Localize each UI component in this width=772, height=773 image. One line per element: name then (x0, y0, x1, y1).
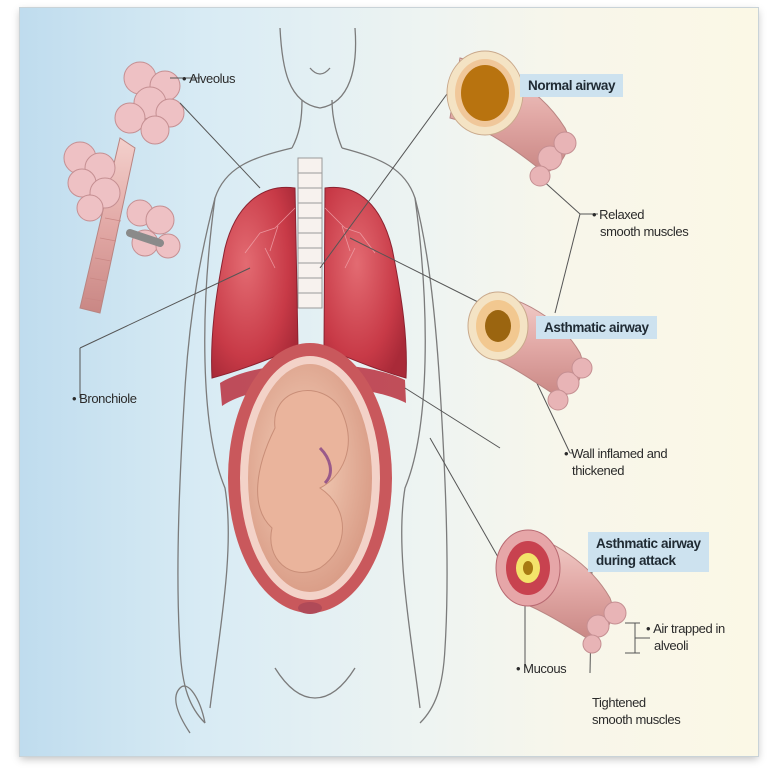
label-wall-line2: thickened (564, 462, 667, 479)
label-bronchiole: Bronchiole (72, 390, 137, 407)
label-tightened-muscles: Tightened smooth muscles (592, 694, 680, 728)
trachea (298, 158, 322, 308)
label-mucous: Mucous (516, 660, 566, 677)
box-asthmatic-airway: Asthmatic airway (536, 316, 657, 339)
label-relaxed-muscles: Relaxed smooth muscles (592, 206, 688, 240)
normal-airway (447, 51, 576, 186)
label-air-line1: Air trapped in (646, 620, 725, 637)
label-wall-inflamed: Wall inflamed and thickened (564, 445, 667, 479)
box-normal-airway: Normal airway (520, 74, 623, 97)
label-tightened-line1: Tightened (592, 694, 680, 711)
box-attack-airway: Asthmatic airway during attack (588, 532, 709, 572)
box-attack-line1: Asthmatic airway (596, 535, 701, 552)
label-air-line2: alveoli (646, 637, 725, 654)
label-air-trapped: Air trapped in alveoli (646, 620, 725, 654)
label-relaxed-line2: smooth muscles (592, 223, 688, 240)
label-wall-line1: Wall inflamed and (564, 445, 667, 462)
left-lung (212, 187, 298, 378)
alveoli-cluster (64, 62, 184, 313)
box-attack-line2: during attack (596, 552, 701, 569)
right-lung (324, 187, 406, 378)
uterus (228, 343, 392, 614)
label-alveolus: Alveolus (182, 70, 235, 87)
label-tightened-line2: smooth muscles (592, 711, 680, 728)
asthmatic-airway (468, 292, 592, 410)
label-relaxed-line1: Relaxed (592, 206, 688, 223)
diagram-frame: Alveolus Bronchiole Normal airway Asthma… (20, 8, 758, 756)
